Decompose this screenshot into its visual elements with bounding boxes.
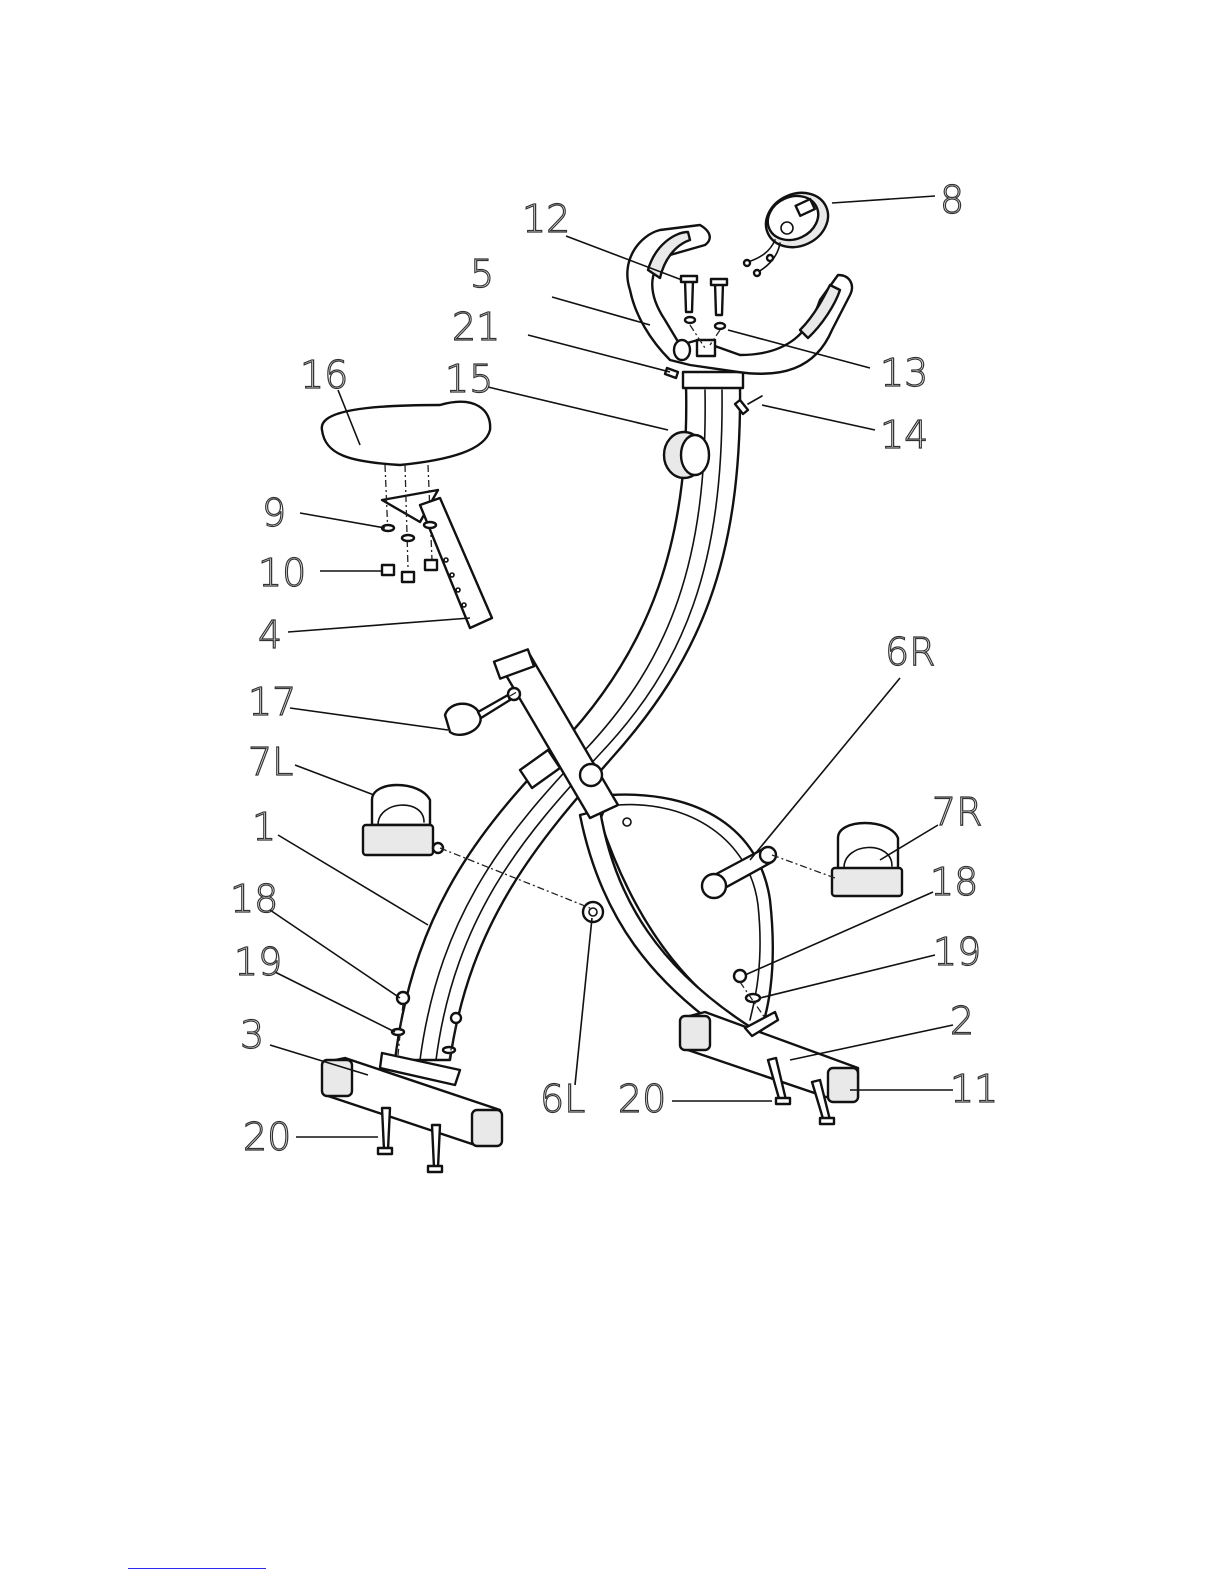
callout-9: 9 xyxy=(262,491,286,535)
callout-18-left: 18 xyxy=(230,877,278,921)
front-stabilizer xyxy=(322,1053,502,1146)
callout-4: 4 xyxy=(258,613,282,657)
callout-14: 14 xyxy=(880,413,928,457)
callout-6R: 6R xyxy=(885,630,936,674)
callout-1: 1 xyxy=(252,805,276,849)
callout-12: 12 xyxy=(522,197,570,241)
callout-19-left: 19 xyxy=(234,940,282,984)
seat-knob xyxy=(445,688,520,735)
callout-3: 3 xyxy=(240,1013,264,1057)
callout-8: 8 xyxy=(940,178,964,222)
callout-20-right: 20 xyxy=(618,1077,666,1121)
callout-15: 15 xyxy=(445,357,493,401)
seat-hardware xyxy=(382,522,437,582)
callout-11: 11 xyxy=(950,1067,998,1111)
callout-7L: 7L xyxy=(248,740,293,784)
crank-hub-left xyxy=(583,902,603,922)
leader-lines xyxy=(270,196,953,1137)
callout-labels: 12 5 8 21 13 15 16 14 9 10 4 6R 17 7L 7R… xyxy=(230,178,998,1159)
callout-18-right: 18 xyxy=(930,860,978,904)
callout-6L: 6L xyxy=(540,1077,585,1121)
callout-21: 21 xyxy=(452,305,500,349)
seat xyxy=(322,402,490,568)
handlebar xyxy=(627,225,852,374)
callout-5: 5 xyxy=(470,252,494,296)
callout-7R: 7R xyxy=(932,790,983,834)
computer-console xyxy=(744,183,837,276)
handlebar-bolts xyxy=(681,276,727,348)
callout-19-right: 19 xyxy=(933,930,981,974)
pedal-left xyxy=(363,785,443,855)
callout-10: 10 xyxy=(258,551,306,595)
callout-17: 17 xyxy=(248,680,296,724)
footer-rule xyxy=(128,1568,266,1569)
callout-13: 13 xyxy=(880,351,928,395)
pedal-right-axis xyxy=(772,855,835,878)
callout-2: 2 xyxy=(950,999,974,1043)
rear-stabilizer xyxy=(680,1012,858,1102)
callout-16: 16 xyxy=(300,353,348,397)
callout-20-left: 20 xyxy=(243,1115,291,1159)
tension-knob xyxy=(664,432,709,478)
pedal-right xyxy=(832,823,902,896)
